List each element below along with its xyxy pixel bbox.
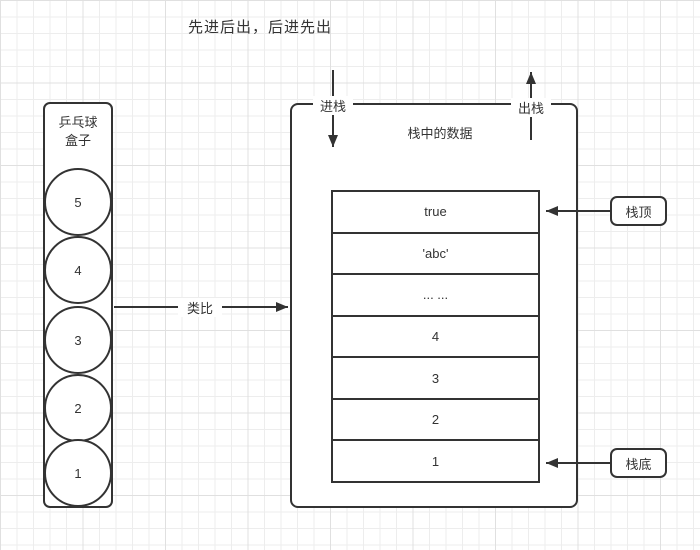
pingpong-box-label: 乒乓球 盒子 bbox=[43, 114, 113, 149]
stack-cell-true: true bbox=[424, 204, 447, 220]
stack-cell-1: 1 bbox=[333, 439, 538, 481]
stack-cells: true 'abc' ... ... 4 3 2 1 bbox=[331, 190, 540, 483]
ball-3: 3 bbox=[44, 306, 112, 374]
pingpong-box-label-line1: 乒乓球 bbox=[58, 115, 98, 130]
diagram-title: 先进后出，后进先出 bbox=[187, 19, 332, 36]
pingpong-box-label-line2: 盒子 bbox=[64, 132, 91, 148]
stack-cell-2: 2 bbox=[333, 397, 538, 440]
stack-header-label: 栈中的数据 bbox=[407, 126, 473, 141]
stack-cell-abc: 'abc' bbox=[333, 231, 538, 274]
ball-2: 2 bbox=[44, 374, 112, 442]
stack-cell-4: 4 bbox=[333, 314, 538, 357]
ball-1: 1 bbox=[44, 439, 112, 507]
ball-5: 5 bbox=[44, 168, 112, 236]
stack-top-tag: 栈顶 bbox=[610, 196, 667, 226]
analogy-arrow-label: 类比 bbox=[178, 298, 222, 317]
stack-cell-3: 3 bbox=[333, 356, 538, 398]
ball-4: 4 bbox=[44, 236, 112, 304]
stack-bottom-tag: 栈底 bbox=[610, 448, 667, 478]
pop-arrow-label: 出栈 bbox=[511, 98, 551, 117]
push-arrow-label: 进栈 bbox=[313, 96, 353, 115]
stack-cell-ellipsis: ... ... bbox=[333, 273, 538, 315]
